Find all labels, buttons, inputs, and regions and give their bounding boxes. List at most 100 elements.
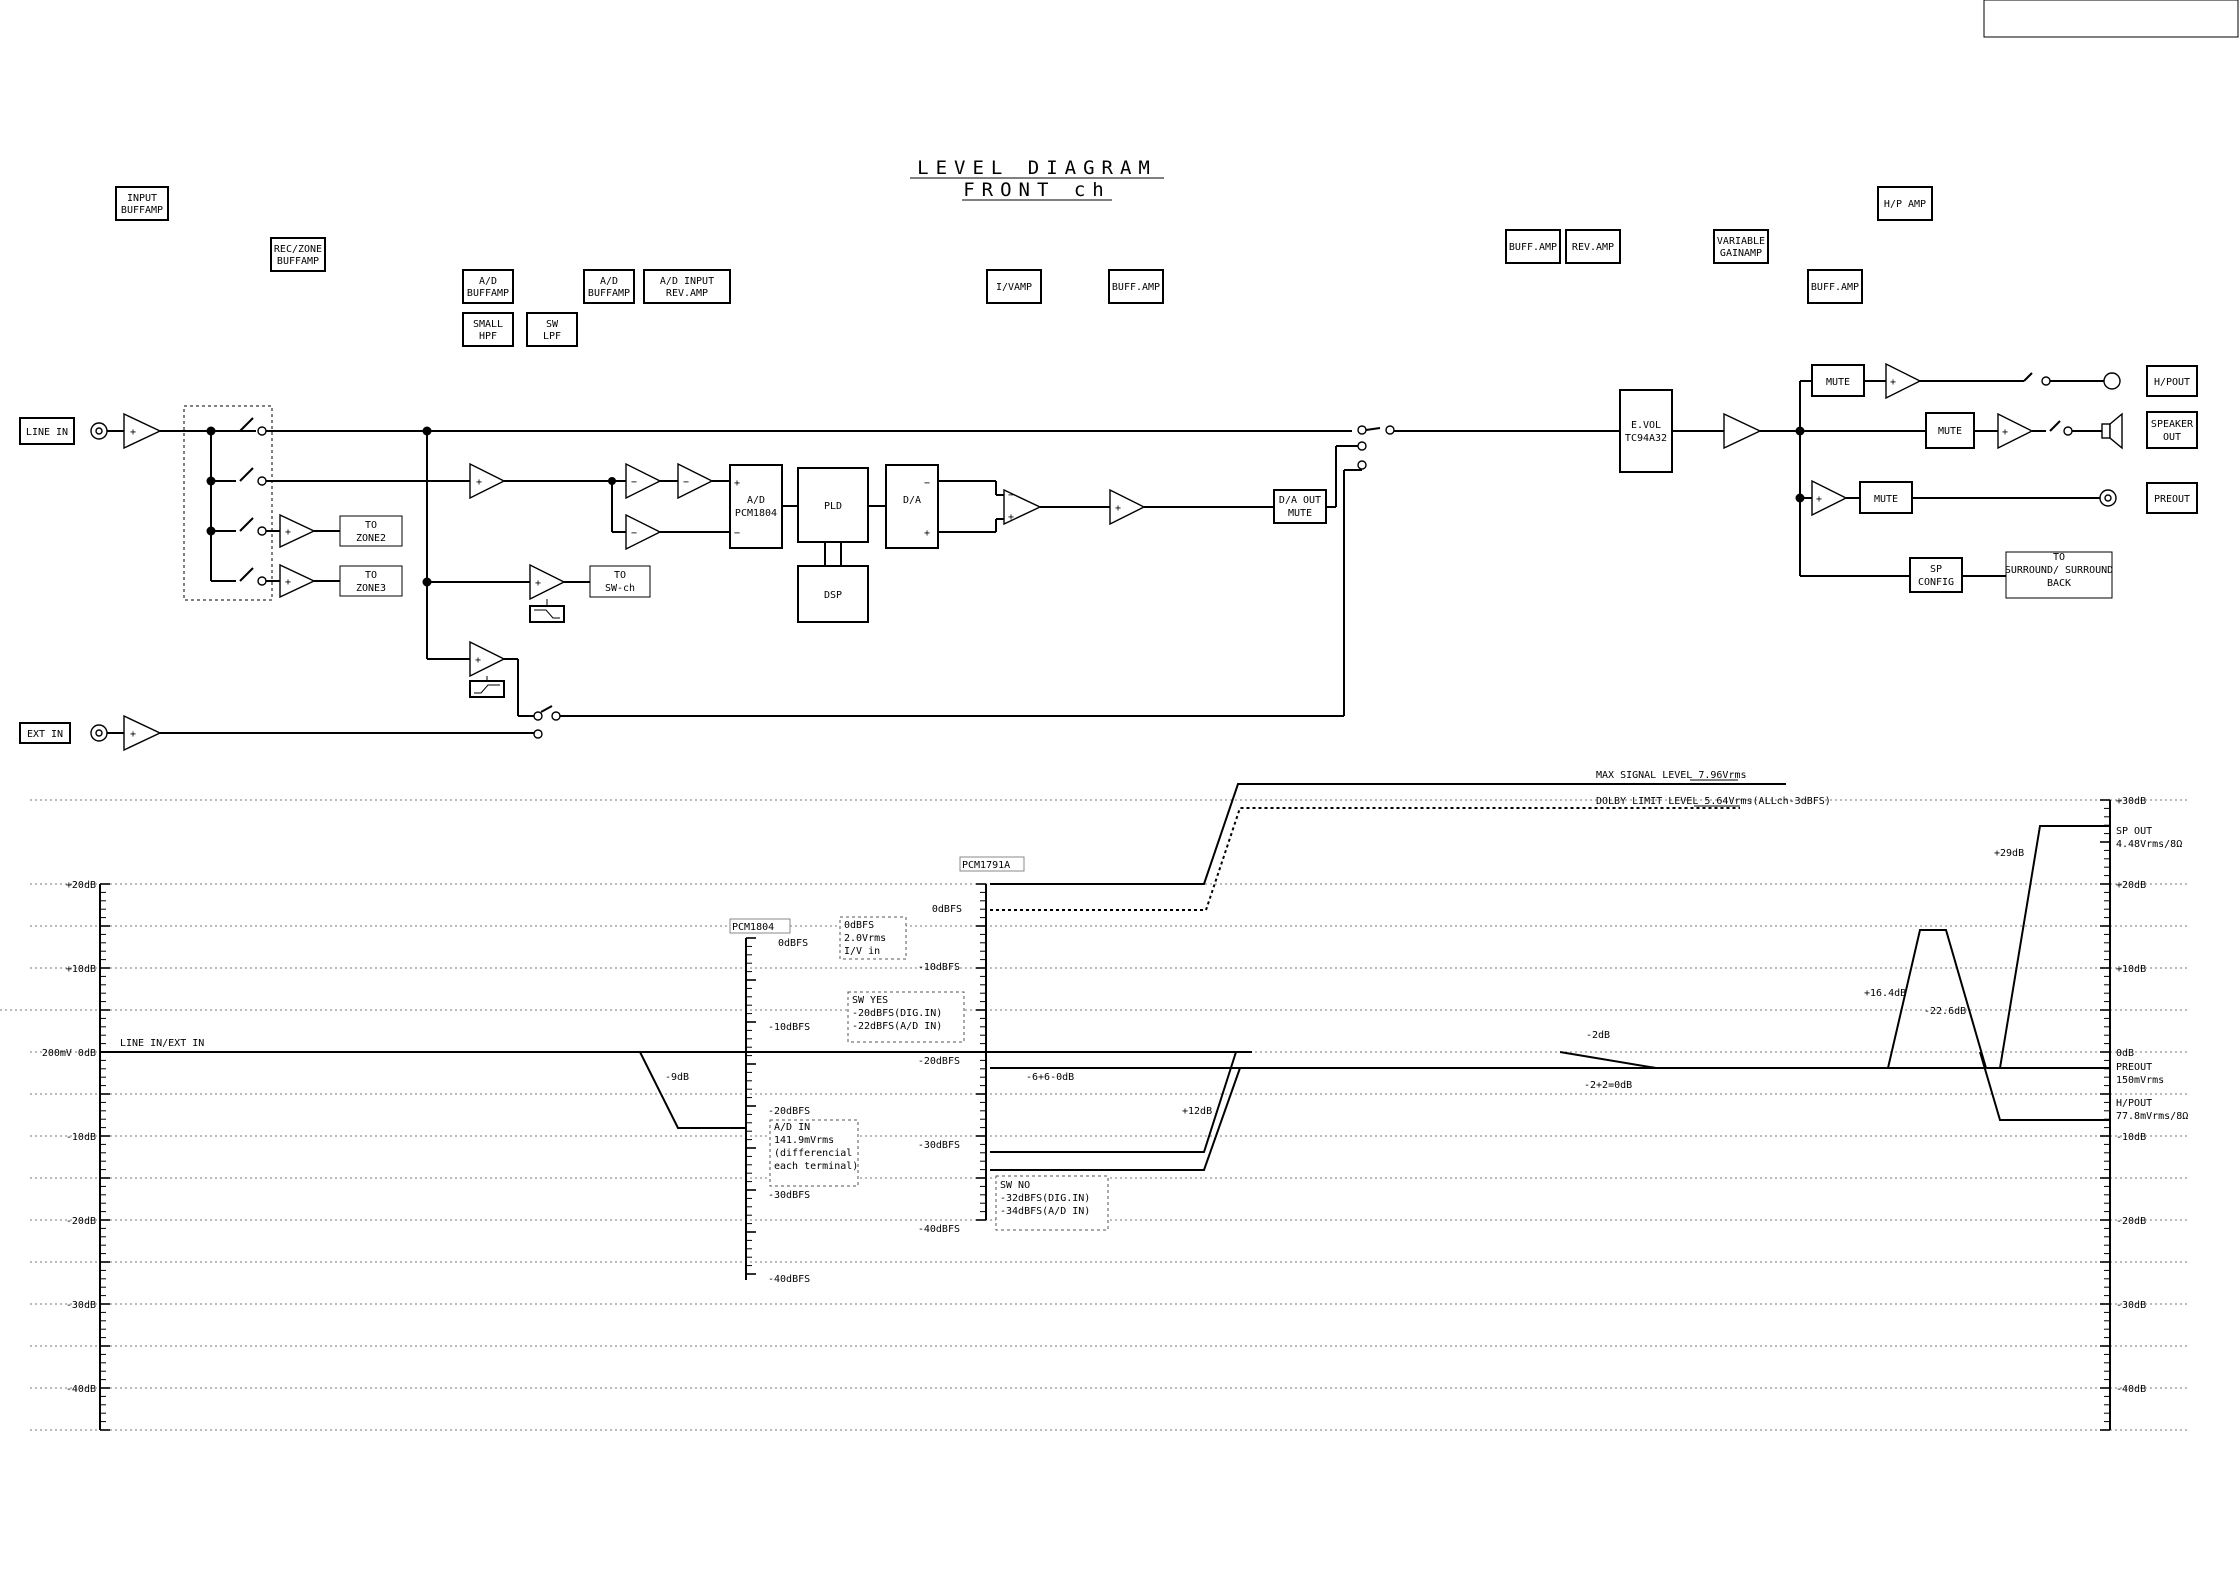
svg-text:A/D: A/D bbox=[747, 495, 765, 506]
ext-selector-switch-icon bbox=[533, 705, 561, 739]
svg-text:−: − bbox=[1008, 490, 1014, 501]
sp-out-trace bbox=[1999, 825, 2110, 1069]
svg-text:-22dBFS(A/D IN): -22dBFS(A/D IN) bbox=[852, 1021, 942, 1032]
level-chart: +20dB +10dB 200mV 0dB -10dB -20dB -30dB … bbox=[0, 770, 2190, 1431]
svg-text:−: − bbox=[631, 528, 637, 539]
svg-text:-10dBFS: -10dBFS bbox=[918, 962, 960, 973]
svg-text:SW: SW bbox=[546, 319, 559, 330]
da-converter-block: − + D/A bbox=[885, 464, 939, 549]
svg-text:I/V in: I/V in bbox=[844, 946, 880, 957]
svg-text:DOLBY LIMIT LEVEL 5.64Vrms(ALL: DOLBY LIMIT LEVEL 5.64Vrms(ALLch-3dBFS) bbox=[1596, 796, 1831, 807]
svg-text:SW NO: SW NO bbox=[1000, 1180, 1030, 1191]
annotations: LINE IN/EXT IN -9dB A/D IN 141.9mVrms (d… bbox=[120, 770, 2188, 1231]
svg-text:-30dBFS: -30dBFS bbox=[918, 1140, 960, 1151]
svg-text:LINE IN: LINE IN bbox=[26, 427, 68, 438]
svg-text:+29dB: +29dB bbox=[1994, 848, 2024, 859]
svg-text:-40dB: -40dB bbox=[66, 1384, 96, 1395]
svg-text:+: + bbox=[285, 577, 291, 588]
svg-text:SURROUND/ SURROUND: SURROUND/ SURROUND bbox=[2005, 565, 2113, 576]
headphone-jack-icon bbox=[2103, 372, 2121, 390]
svg-text:-20dBFS: -20dBFS bbox=[768, 1106, 810, 1117]
svg-text:+: + bbox=[734, 478, 740, 489]
ad-rev-amp-triangle-icon: − − − bbox=[625, 462, 714, 551]
hp-gain-trace bbox=[1887, 929, 2000, 1069]
svg-text:-30dBFS: -30dBFS bbox=[768, 1190, 810, 1201]
svg-text:-40dB: -40dB bbox=[2116, 1384, 2146, 1395]
line-in-label: LINE IN bbox=[19, 417, 75, 445]
svg-text:BUFFAMP: BUFFAMP bbox=[588, 288, 630, 299]
svg-text:-6+6-0dB: -6+6-0dB bbox=[1026, 1072, 1074, 1083]
ext-in-label: EXT IN bbox=[19, 722, 71, 744]
svg-text:PCM1804: PCM1804 bbox=[735, 508, 777, 519]
sp-config-block: SP CONFIG bbox=[1909, 557, 1963, 593]
svg-text:-34dBFS(A/D IN): -34dBFS(A/D IN) bbox=[1000, 1206, 1090, 1217]
svg-text:+: + bbox=[476, 477, 482, 488]
svg-text:SP OUT: SP OUT bbox=[2116, 826, 2152, 837]
sp-amp-triangle-icon: + bbox=[1997, 412, 2034, 450]
svg-text:TO: TO bbox=[365, 570, 377, 581]
line-in-jack-icon bbox=[90, 422, 108, 440]
svg-text:PLD: PLD bbox=[824, 501, 842, 512]
svg-text:-2+2=0dB: -2+2=0dB bbox=[1584, 1080, 1632, 1091]
svg-text:CONFIG: CONFIG bbox=[1918, 577, 1954, 588]
svg-text:A/D INPUT: A/D INPUT bbox=[660, 276, 714, 287]
grid-lines bbox=[0, 799, 2190, 1431]
stage-label-small-hpf: SMALL HPF bbox=[462, 312, 514, 347]
svg-text:PREOUT: PREOUT bbox=[2154, 494, 2190, 505]
svg-text:SPEAKER: SPEAKER bbox=[2151, 419, 2194, 430]
svg-text:+: + bbox=[1008, 512, 1014, 523]
svg-text:-10dB: -10dB bbox=[66, 1132, 96, 1143]
title-block-frame bbox=[1983, 0, 2239, 38]
level-traces bbox=[100, 783, 2110, 1171]
speaker-out-label: SPEAKER OUT bbox=[2146, 411, 2198, 449]
input-level-trace bbox=[100, 1051, 746, 1129]
stage-label-ad-input-rev-amp: A/D INPUT REV.AMP bbox=[643, 269, 731, 304]
svg-text:H/P AMP: H/P AMP bbox=[1884, 199, 1926, 210]
svg-text:−: − bbox=[683, 477, 689, 488]
svg-text:ZONE2: ZONE2 bbox=[356, 533, 386, 544]
evol-trace bbox=[1559, 1051, 1657, 1069]
mute-sp-block: MUTE bbox=[1925, 412, 1975, 449]
gain-amp-triangle-icon bbox=[1723, 412, 1762, 450]
hpf-amp-triangle-icon: + bbox=[469, 640, 506, 678]
svg-text:+10dB: +10dB bbox=[66, 964, 96, 975]
svg-text:BUFFAMP: BUFFAMP bbox=[467, 288, 509, 299]
svg-text:−: − bbox=[924, 478, 930, 489]
buff-amp-triangle-icon: + bbox=[1109, 488, 1146, 526]
svg-text:TO: TO bbox=[2053, 552, 2065, 563]
input-selector-frame bbox=[183, 405, 273, 601]
speaker-icon bbox=[2101, 412, 2123, 450]
zone2-amp-triangle-icon: + bbox=[279, 513, 316, 549]
selector-switch-icons bbox=[211, 417, 267, 586]
max-trace bbox=[990, 783, 1786, 885]
to-zone2-block: TO ZONE2 bbox=[339, 515, 403, 547]
svg-text:200mV 0dB: 200mV 0dB bbox=[42, 1048, 96, 1059]
svg-text:OUT: OUT bbox=[2163, 432, 2181, 443]
svg-text:PREOUT: PREOUT bbox=[2116, 1062, 2152, 1073]
da-out-mute-block: D/A OUT MUTE bbox=[1273, 489, 1327, 524]
block-diagram: LINE IN + + bbox=[19, 362, 2198, 752]
svg-text:each terminal): each terminal) bbox=[774, 1161, 858, 1172]
svg-text:0dB: 0dB bbox=[2116, 1048, 2134, 1059]
svg-text:BUFFAMP: BUFFAMP bbox=[277, 256, 319, 267]
svg-text:ZONE3: ZONE3 bbox=[356, 583, 386, 594]
svg-text:TO: TO bbox=[614, 570, 626, 581]
svg-text:MUTE: MUTE bbox=[1938, 426, 1962, 437]
svg-text:+30dB: +30dB bbox=[2116, 796, 2146, 807]
pld-block: PLD bbox=[797, 467, 869, 543]
svg-text:BUFF.AMP: BUFF.AMP bbox=[1509, 242, 1557, 253]
stage-label-variable-gainamp: VARIABLE GAINAMP bbox=[1713, 229, 1769, 264]
svg-text:+: + bbox=[535, 578, 541, 589]
ext-in-amp-triangle-icon: + bbox=[123, 714, 162, 752]
svg-text:PCM1804: PCM1804 bbox=[732, 922, 774, 933]
svg-text:GAINAMP: GAINAMP bbox=[1720, 248, 1762, 259]
svg-text:-20dBFS(DIG.IN): -20dBFS(DIG.IN) bbox=[852, 1008, 942, 1019]
svg-text:150mVrms: 150mVrms bbox=[2116, 1075, 2164, 1086]
zone3-amp-triangle-icon: + bbox=[279, 563, 316, 599]
ad-dbfs-axis: PCM1804 0dBFS -10dBFS -20dBFS -30dBFS -4… bbox=[729, 918, 810, 1285]
hp-out-trace bbox=[1979, 1051, 2110, 1121]
svg-text:TC94A32: TC94A32 bbox=[1625, 433, 1667, 444]
svg-text:-20dB: -20dB bbox=[66, 1216, 96, 1227]
preout-jack-icon bbox=[2099, 489, 2117, 507]
